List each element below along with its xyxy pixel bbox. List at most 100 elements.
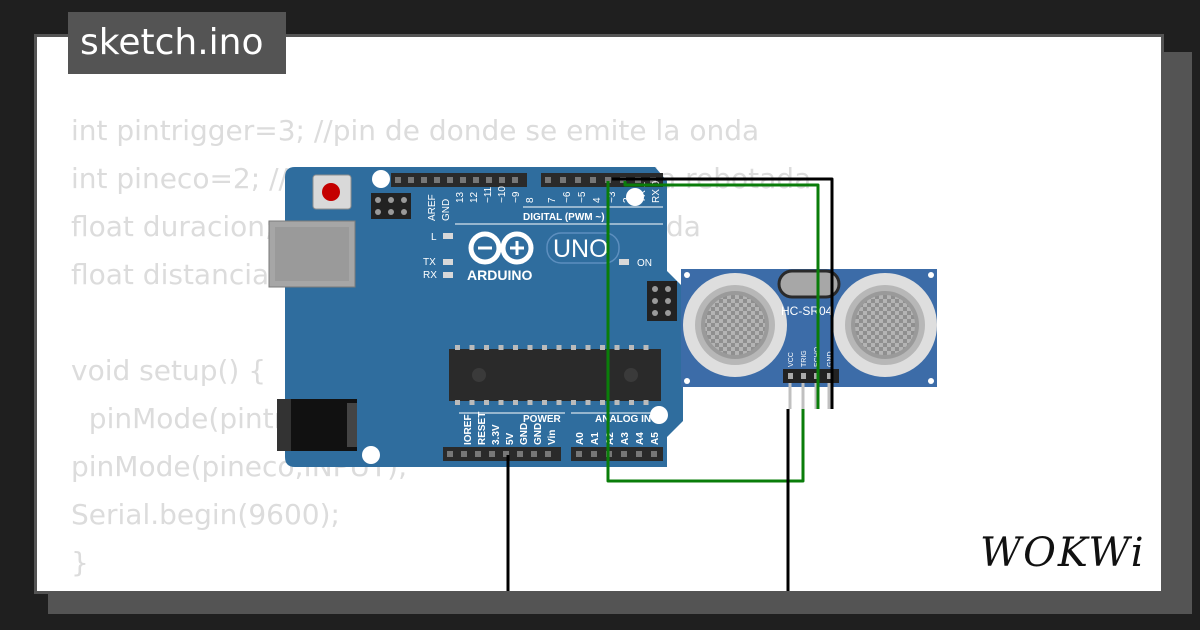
arduino-wordmark: ARDUINO (467, 267, 532, 283)
analog-pin-label: A0 (575, 432, 586, 445)
wires (506, 177, 834, 591)
chip-leg (484, 345, 489, 350)
wokwi-logo[interactable]: WOKWi (978, 522, 1150, 580)
chip-leg (600, 400, 605, 405)
header-pin (395, 177, 401, 183)
pin-label: ~3 (607, 191, 618, 203)
led-on (619, 259, 629, 265)
chip-leg (455, 400, 460, 405)
icsp2-header (647, 281, 677, 321)
sensor-label: HC-SR04 (781, 304, 833, 318)
chip-leg (455, 345, 460, 350)
pin-label: TX 1 (637, 181, 648, 203)
chip-leg (571, 345, 576, 350)
usb-connector (268, 220, 356, 288)
header-pin (545, 451, 551, 457)
pin-label: ~9 (511, 191, 522, 203)
chip-leg (469, 400, 475, 405)
chip-leg (614, 400, 620, 405)
header-pin (460, 177, 466, 183)
power-pin-label: Vin (547, 430, 558, 445)
model-name: UNO (553, 235, 609, 263)
power-pin-label: IOREF (463, 414, 474, 445)
crystal (777, 269, 841, 299)
power-pin-label: GND (519, 423, 530, 445)
reset-button[interactable] (312, 174, 352, 210)
chip-leg (614, 345, 620, 350)
wire-echo (623, 181, 820, 409)
pin-label: ~11 (483, 186, 494, 203)
wire-trig (606, 181, 805, 483)
header-pin (408, 177, 414, 183)
header-pin (421, 177, 427, 183)
header-pin (475, 451, 481, 457)
pin-label: 12 (469, 191, 480, 203)
header-pin (489, 451, 495, 457)
chip-leg (513, 400, 518, 405)
header-pin (545, 177, 551, 183)
chip-leg (498, 400, 504, 405)
chip-leg (600, 345, 605, 350)
pin-label: GND (441, 199, 452, 221)
header-pin (473, 177, 479, 183)
transducer-right (833, 273, 937, 377)
code-line: Serial.begin(9600); (71, 498, 340, 531)
chip-leg (542, 400, 547, 405)
analog-pin-label: A4 (635, 432, 646, 445)
pin-label: ~6 (562, 191, 573, 203)
header-pin (590, 177, 596, 183)
pin-label: 8 (525, 197, 536, 203)
power-pin-label: 5V (505, 432, 516, 445)
power-pin-label: RESET (477, 412, 488, 445)
chip-leg (484, 400, 489, 405)
power-pin-label: 3.3V (491, 424, 502, 445)
power-pin-label: GND (533, 423, 544, 445)
transducer-left (683, 273, 787, 377)
header-pin (503, 451, 509, 457)
header-pin (434, 177, 440, 183)
mounting-hole (626, 188, 644, 206)
chip-leg (469, 345, 475, 350)
analog-label: ANALOG IN (595, 414, 651, 425)
chip-leg (585, 345, 591, 350)
header-pin (576, 451, 582, 457)
chip-leg (542, 345, 547, 350)
header-pin (575, 177, 581, 183)
pin-label: 4 (592, 197, 603, 203)
code-line: int pintrigger=3; //pin de donde se emit… (71, 114, 760, 147)
chip-leg (527, 345, 533, 350)
led-label-rx: RX (423, 270, 437, 281)
chip-leg (643, 400, 649, 405)
chip-leg (643, 345, 649, 350)
header-pin (531, 451, 537, 457)
led-l (443, 233, 453, 239)
chip-leg (498, 345, 504, 350)
arduino-logo: ARDUINO UNO (467, 231, 620, 283)
mounting-hole (362, 446, 380, 464)
wire-gnd (612, 177, 834, 409)
led-rx (443, 272, 453, 278)
atmega-chip (449, 349, 661, 401)
pin-label: ~10 (497, 186, 508, 203)
analog-pin-label: A2 (605, 432, 616, 445)
sensor-pin-label: VCC (788, 352, 795, 367)
header-pin (447, 451, 453, 457)
chip-leg (571, 400, 576, 405)
header-pin (461, 451, 467, 457)
analog-pin-label: A1 (590, 432, 601, 445)
header-pin (560, 177, 566, 183)
analog-pin-label: A3 (620, 432, 631, 445)
chip-leg (513, 345, 518, 350)
preview-card[interactable]: int pintrigger=3; //pin de donde se emit… (34, 34, 1164, 594)
header-pin (517, 451, 523, 457)
pin-label: 13 (455, 191, 466, 203)
icsp-header (371, 193, 411, 219)
power-jack (277, 399, 357, 451)
led-label-on: ON (637, 258, 652, 269)
led-label-l: L (431, 232, 437, 243)
mounting-hole (372, 170, 390, 188)
pin-label: 7 (547, 197, 558, 203)
